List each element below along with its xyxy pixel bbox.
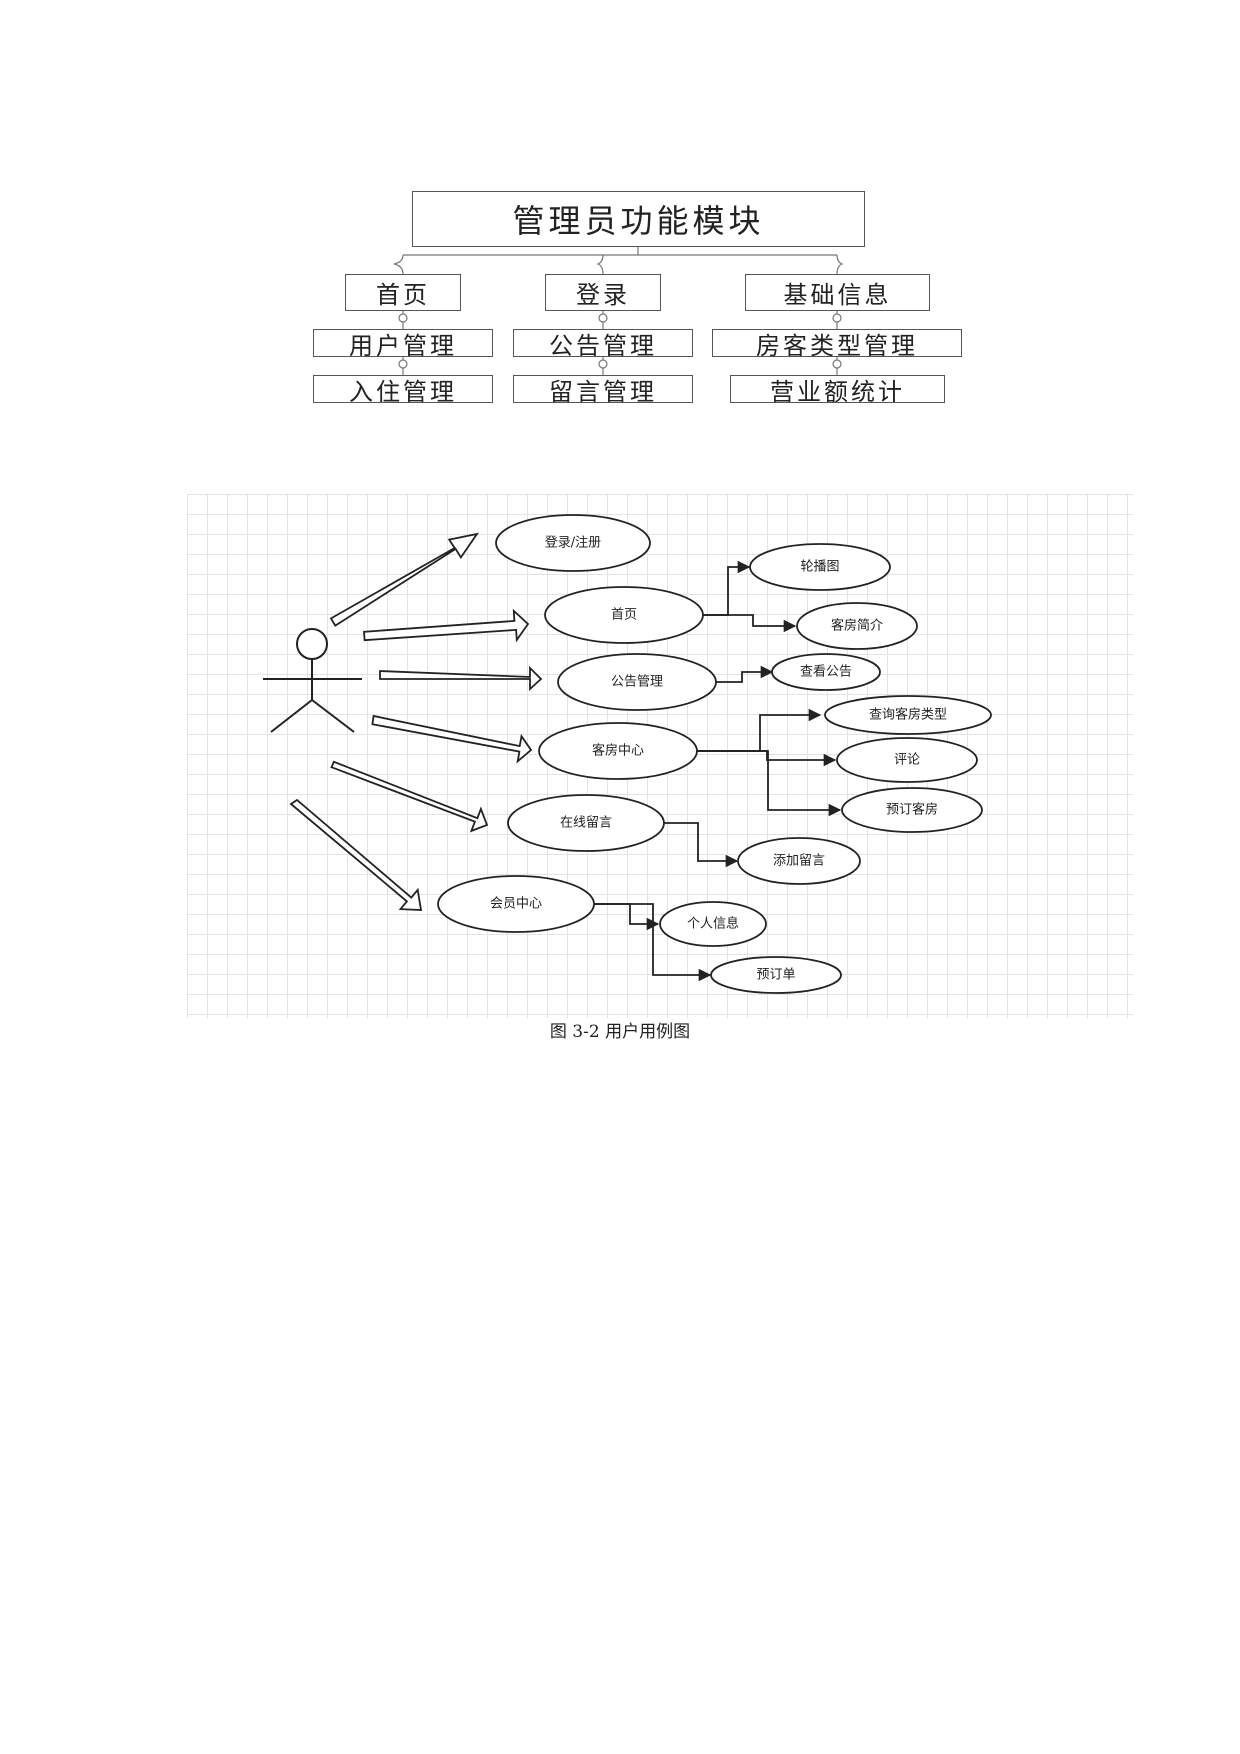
- figure-caption: 图 3-2 用户用例图: [549, 1022, 691, 1042]
- usecase-connectors: [593, 560, 842, 982]
- usecase-personal-info: [659, 901, 767, 947]
- actor-stick-figure: [263, 628, 362, 733]
- block-arrow-message: [330, 760, 489, 833]
- tree-item-message-management: 留言管理: [513, 375, 693, 403]
- usecase-label-view-notice: 查看公告: [800, 664, 852, 680]
- usecase-comment: [836, 737, 978, 783]
- usecase-label-personal-info: 个人信息: [687, 916, 739, 932]
- tree-root-node: 管理员功能模块: [412, 191, 865, 247]
- usecase-home: [544, 586, 704, 644]
- usecase-booking-list: [710, 956, 842, 994]
- usecase-diagram: 登录/注册 首页 公告管理 客房中心 在线留言 会员中心 轮播图 客房简介 查看…: [187, 494, 1133, 1018]
- tree-header-login: 登录: [545, 274, 661, 311]
- block-arrow-rooms: [371, 714, 533, 764]
- tree-item-revenue-statistics: 营业额统计: [730, 375, 945, 403]
- usecase-label-home: 首页: [611, 608, 637, 623]
- usecase-room-center: [538, 722, 698, 780]
- tree-item-user-management: 用户管理: [313, 329, 493, 357]
- usecase-add-message: [737, 837, 861, 885]
- usecase-label-booking-list: 预订单: [756, 968, 795, 983]
- tree-header-basic-info: 基础信息: [745, 274, 930, 311]
- tree-item-guest-type-management: 房客类型管理: [712, 329, 962, 357]
- usecase-online-message: [507, 794, 665, 852]
- tree-connectors: [393, 247, 844, 375]
- usecase-label-query-room-type: 查询客房类型: [869, 707, 947, 723]
- usecase-label-room-center: 客房中心: [592, 743, 644, 759]
- usecase-view-notice: [771, 653, 881, 691]
- block-arrow-notice: [379, 665, 543, 692]
- tree-item-checkin-management: 入住管理: [313, 375, 493, 403]
- usecase-book-room: [841, 787, 983, 833]
- tree-item-notice-management: 公告管理: [513, 329, 693, 357]
- usecase-label-member-center: 会员中心: [490, 897, 542, 912]
- usecase-canvas: 登录/注册 首页 公告管理 客房中心 在线留言 会员中心 轮播图 客房简介 查看…: [263, 514, 992, 994]
- usecase-label-add-message: 添加留言: [773, 854, 825, 869]
- block-arrow-login: [329, 532, 480, 627]
- usecase-query-room-type: [824, 695, 992, 735]
- admin-module-tree: 管理员功能模块 首页 登录 基础信息 用户管理 公告管理 房客类型管理 入住管理…: [0, 0, 1240, 440]
- usecase-room-intro: [796, 602, 918, 650]
- usecase-label-online-message: 在线留言: [560, 816, 612, 831]
- usecase-label-comment: 评论: [894, 753, 920, 768]
- block-arrow-member: [289, 798, 423, 911]
- usecase-label-notice-management: 公告管理: [611, 675, 663, 690]
- usecase-label-carousel: 轮播图: [800, 560, 839, 575]
- usecase-notice-management: [557, 653, 717, 711]
- usecase-label-book-room: 预订客房: [886, 802, 938, 818]
- usecase-carousel: [749, 543, 891, 591]
- usecase-label-login-register: 登录/注册: [545, 536, 601, 551]
- block-arrow-home: [363, 608, 530, 643]
- usecase-label-room-intro: 客房简介: [831, 618, 883, 634]
- tree-header-home: 首页: [345, 274, 461, 311]
- usecase-member-center: [437, 875, 595, 933]
- usecase-login-register: [495, 514, 651, 572]
